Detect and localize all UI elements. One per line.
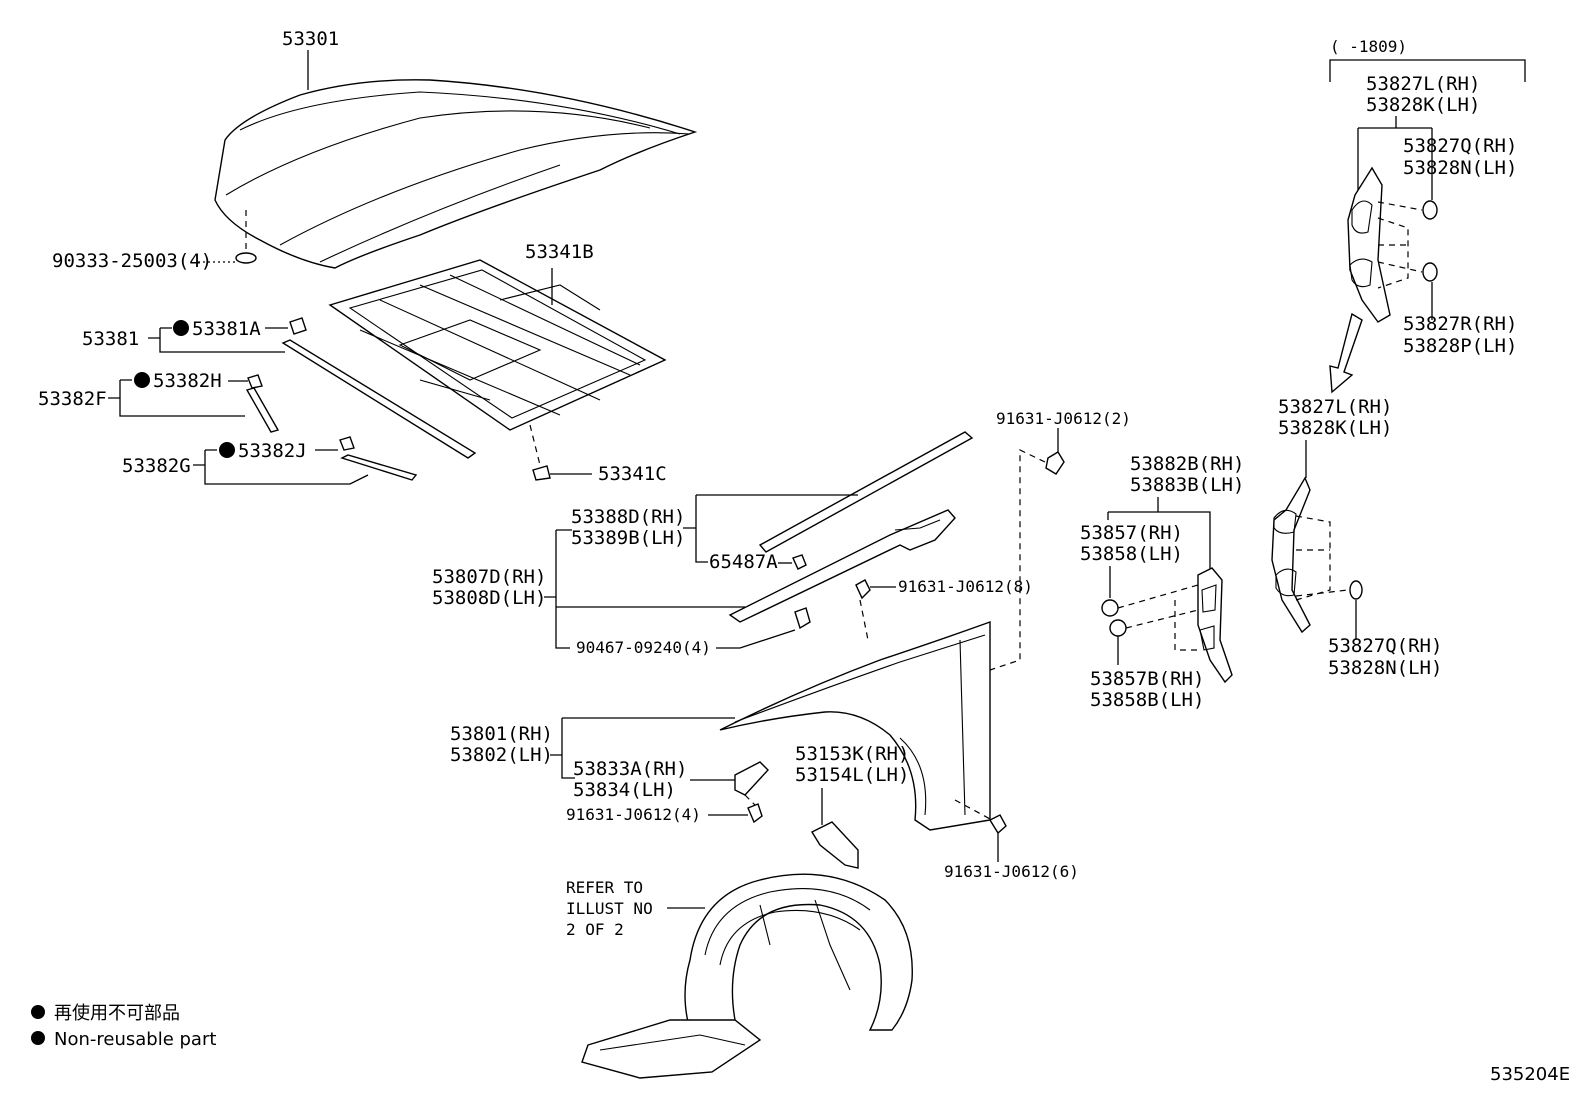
label-fender-brkt-rh: 53833A(RH) bbox=[573, 758, 687, 780]
label-cowl-seal-lh: 53389B(LH) bbox=[571, 527, 685, 549]
label-fender-bolt-top: 91631-J0612(2) bbox=[996, 409, 1131, 428]
label-fender-bolt-bottom: 91631-J0612(6) bbox=[944, 862, 1079, 881]
label-hood: 53301 bbox=[282, 28, 339, 50]
non-reusable-dot-icon bbox=[173, 320, 189, 336]
label-brace-cush-lh: 53858(LH) bbox=[1080, 543, 1183, 565]
hood-panel bbox=[214, 79, 698, 269]
hood-insulator bbox=[328, 259, 667, 431]
non-reusable-dot-icon bbox=[219, 442, 235, 458]
label-hood-insulator: 53341B bbox=[525, 241, 594, 263]
label-fender-brkt-lh: 53834(LH) bbox=[573, 779, 676, 801]
label-top-clip-n-lh: 53828N(LH) bbox=[1403, 157, 1517, 179]
label-seal-g-clip: 53382J bbox=[238, 440, 307, 462]
legend-jp: 再使用不可部品 bbox=[54, 1003, 180, 1024]
fender-bracket-icon bbox=[734, 761, 769, 796]
label-fender-seal-lh: 53808D(LH) bbox=[432, 587, 546, 609]
legend-en: Non-reusable part bbox=[54, 1029, 216, 1050]
mid-clip-icon bbox=[1349, 580, 1363, 600]
label-brace-cush-rh: 53857(RH) bbox=[1080, 522, 1183, 544]
insulator-clip-icon bbox=[532, 465, 551, 481]
label-brace-cush-b-rh: 53857B(RH) bbox=[1090, 668, 1204, 690]
label-cowl-clip: 65487A bbox=[709, 551, 778, 573]
label-fender-rh: 53801(RH) bbox=[450, 723, 553, 745]
label-top-clip-r-rh: 53827R(RH) bbox=[1403, 313, 1517, 335]
fender-bolt-bottom-icon bbox=[989, 814, 1007, 835]
cowl-clip-icon bbox=[792, 554, 807, 570]
label-brace-cush-b-lh: 53858B(LH) bbox=[1090, 689, 1204, 711]
arrow-down-icon bbox=[1329, 312, 1363, 394]
label-fender-seal-rh: 53807D(RH) bbox=[432, 566, 546, 588]
label-fender-bolt-brkt: 91631-J0612(4) bbox=[566, 805, 701, 824]
top-clip-q-icon bbox=[1422, 200, 1438, 220]
label-hood-bumper: 90333-25003(4) bbox=[52, 250, 212, 272]
label-seal-main: 53381 bbox=[82, 328, 139, 350]
label-date-range: ( -1809) bbox=[1330, 37, 1407, 56]
cowl-upper-seal bbox=[758, 431, 974, 553]
label-top-bracket-rh: 53827L(RH) bbox=[1366, 73, 1480, 95]
label-mid-bracket-lh: 53828K(LH) bbox=[1278, 417, 1392, 439]
fender-seal-clip-icon bbox=[794, 607, 811, 630]
brace-cushion-b-icon bbox=[1109, 619, 1127, 637]
label-fender-bolt-mid: 91631-J0612(8) bbox=[898, 577, 1033, 596]
seal-f-strip bbox=[245, 387, 280, 433]
label-fender-lh: 53802(LH) bbox=[450, 744, 553, 766]
label-refer-line2: ILLUST NO bbox=[566, 899, 653, 918]
label-mid-bracket-rh: 53827L(RH) bbox=[1278, 396, 1392, 418]
label-fender-seal-clip: 90467-09240(4) bbox=[576, 638, 711, 657]
label-refer-line1: REFER TO bbox=[566, 878, 643, 897]
seal-main-clip-icon bbox=[289, 317, 307, 335]
mid-bracket-part bbox=[1271, 476, 1311, 634]
brace-cushion-icon bbox=[1101, 599, 1119, 617]
liner-seal-part bbox=[811, 821, 859, 869]
seal-main-strip bbox=[281, 339, 477, 459]
label-seal-g: 53382G bbox=[122, 455, 191, 477]
label-refer-line3: 2 OF 2 bbox=[566, 920, 624, 939]
label-top-clip-p-lh: 53828P(LH) bbox=[1403, 335, 1517, 357]
label-liner-seal-rh: 53153K(RH) bbox=[795, 743, 909, 765]
seal-g-strip bbox=[340, 454, 418, 481]
label-top-clip-q-rh: 53827Q(RH) bbox=[1403, 135, 1517, 157]
hood-bumper-icon bbox=[235, 252, 257, 264]
non-reusable-dot-icon bbox=[134, 372, 150, 388]
legend-dot-icon bbox=[31, 1031, 45, 1045]
fender-bolt-top-icon bbox=[1045, 451, 1065, 475]
label-brace-lh: 53883B(LH) bbox=[1130, 474, 1244, 496]
brace-part bbox=[1197, 567, 1233, 684]
seal-g-clip-icon bbox=[339, 436, 355, 451]
label-brace-rh: 53882B(RH) bbox=[1130, 453, 1244, 475]
fender-bolt-mid-icon bbox=[855, 579, 871, 600]
label-seal-f-clip: 53382H bbox=[153, 370, 222, 392]
label-insulator-clip: 53341C bbox=[598, 463, 667, 485]
legend-dot-icon bbox=[31, 1005, 45, 1019]
figure-id: 535204E bbox=[1490, 1064, 1570, 1085]
label-liner-seal-lh: 53154L(LH) bbox=[795, 764, 909, 786]
label-top-bracket-lh: 53828K(LH) bbox=[1366, 94, 1480, 116]
seal-f-clip-icon bbox=[247, 374, 263, 389]
label-seal-main-clip: 53381A bbox=[192, 318, 261, 340]
label-mid-clip-q-rh: 53827Q(RH) bbox=[1328, 635, 1442, 657]
label-mid-clip-n-lh: 53828N(LH) bbox=[1328, 657, 1442, 679]
fender-bolt-brkt-icon bbox=[747, 803, 763, 824]
cowl-lower-seal bbox=[728, 509, 956, 623]
top-clip-r-icon bbox=[1422, 262, 1438, 282]
label-cowl-seal-rh: 53388D(RH) bbox=[571, 506, 685, 528]
fender-liner-part bbox=[581, 873, 913, 1079]
fender-panel bbox=[719, 621, 991, 831]
label-seal-f: 53382F bbox=[38, 388, 107, 410]
top-bracket-part bbox=[1347, 166, 1391, 323]
